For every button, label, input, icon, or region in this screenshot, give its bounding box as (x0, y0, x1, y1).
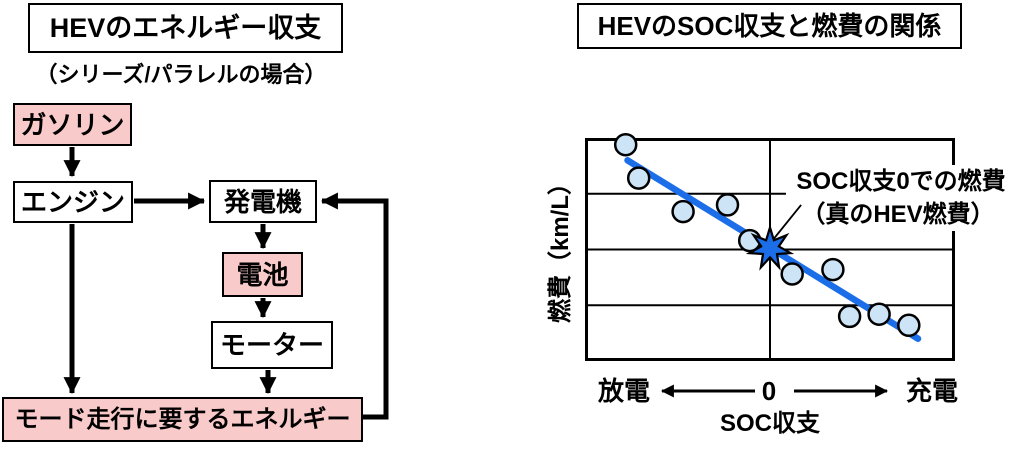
node-battery-label: 電池 (236, 259, 289, 290)
scatter-point (613, 132, 638, 157)
node-gasoline-label: ガソリン (20, 109, 125, 140)
right-chart-title-text: HEVのSOC収支と燃費の関係 (597, 11, 942, 41)
node-generator-label: 発電機 (223, 186, 302, 217)
annotation-line2: （真のHEV燃費） (801, 199, 995, 231)
node-mode-energy-label: モード走行に要するエネルギー (14, 405, 351, 433)
left-diagram-subtitle: （シリーズ/パラレルの場合） (35, 62, 327, 87)
left-diagram-title-text: HEVのエネルギー収支 (49, 12, 322, 43)
node-battery: 電池 (222, 252, 303, 297)
scatter-point (671, 199, 695, 224)
scatter-point (897, 313, 921, 338)
node-motor: モーター (211, 321, 333, 369)
left-diagram-title: HEVのエネルギー収支 (28, 3, 343, 53)
soc-zero-star-marker (745, 223, 795, 271)
chart-y-axis-label: 燃費（km/L） (547, 171, 574, 324)
node-engine-label: エンジン (20, 187, 125, 217)
right-chart-title: HEVのSOC収支と燃費の関係 (577, 3, 962, 49)
node-gasoline: ガソリン (13, 103, 132, 146)
x-axis-zero-label: 0 (761, 376, 777, 406)
x-axis-title: SOC収支 (719, 410, 820, 437)
x-axis-charge-label: 充電 (905, 376, 958, 406)
node-engine: エンジン (13, 181, 133, 223)
annotation-pointer-line (771, 204, 802, 242)
plot-border (585, 138, 955, 361)
scatter-point (715, 193, 740, 217)
scatter-point (867, 302, 891, 326)
soc-fuel-scatter-chart (585, 132, 955, 361)
node-generator: 発電機 (209, 180, 317, 223)
scatter-point (626, 166, 651, 190)
x-axis-discharge-label: 放電 (597, 376, 650, 406)
node-motor-label: モーター (219, 330, 324, 360)
arrow-mode-energy-feedback-to-generator (320, 192, 389, 420)
scatter-point (821, 257, 845, 282)
node-mode-energy: モード走行に要するエネルギー (2, 397, 363, 442)
scatter-point (837, 304, 862, 329)
annotation-line1: SOC収支0での燃費 (786, 165, 1016, 199)
scatter-point (780, 262, 804, 286)
